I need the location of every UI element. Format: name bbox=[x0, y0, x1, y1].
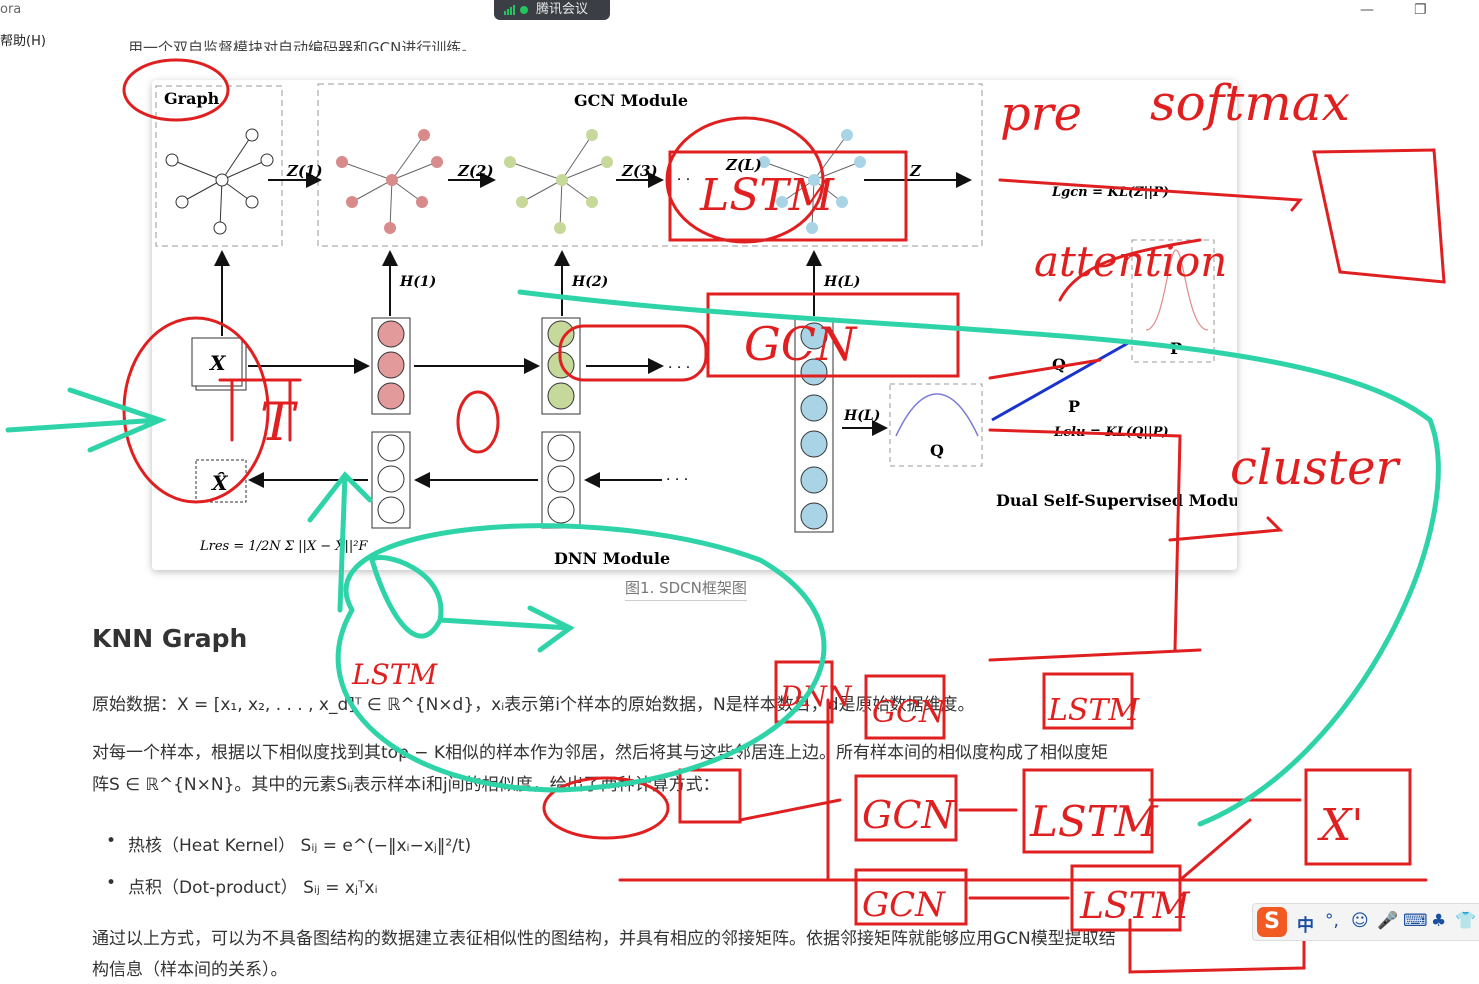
skin-icon[interactable]: ♣ bbox=[1431, 911, 1447, 931]
dnn-module-label: DNN Module bbox=[554, 549, 670, 568]
hl2-label: H(L) bbox=[843, 408, 880, 424]
hl-label: H(L) bbox=[823, 274, 860, 290]
decoder-layer-2 bbox=[541, 431, 581, 529]
ellipsis-bot: · · · bbox=[666, 472, 688, 488]
gcn-layer-2 bbox=[504, 129, 613, 234]
paragraph-summary-1: 通过以上方式，可以为不具备图结构的数据建立表征相似性的图结构，并具有相应的邻接矩… bbox=[92, 929, 1116, 949]
title-bar: ora — ❐ bbox=[0, 0, 1479, 22]
ann-flow-gcn-mid: GCN bbox=[862, 793, 956, 837]
minimize-icon[interactable]: — bbox=[1360, 2, 1374, 18]
h2-label: H(2) bbox=[571, 274, 608, 290]
menu-help[interactable]: 帮助(H) bbox=[0, 34, 46, 49]
ime-toolbar[interactable]: S 中 °, ☺ 🎤 ⌨ ♣ 👕 bbox=[1252, 903, 1479, 941]
p-box-label: P bbox=[1170, 339, 1182, 358]
l-gcn-label: Lgcn = KL(Z||P) bbox=[1051, 185, 1169, 200]
section-title: KNN Graph bbox=[92, 624, 248, 653]
paragraph-knn-1: 对每一个样本，根据以下相似度找到其top − K相似的样本作为邻居，然后将其与这… bbox=[92, 743, 1109, 763]
gcn-module-label: GCN Module bbox=[574, 91, 688, 110]
zl-label: Z(L) bbox=[725, 156, 762, 174]
dnn-layer-1 bbox=[371, 317, 411, 415]
ann-cluster: cluster bbox=[1230, 440, 1401, 496]
dual-module-label: Dual Self-Supervised Module bbox=[996, 491, 1237, 510]
bullet-dot-product-text: 点积（Dot-product） Sᵢⱼ = xⱼᵀxᵢ bbox=[128, 878, 378, 898]
cut-off-text-line: 用一个双自监督模块对自动编码器和GCN进行训练。 bbox=[128, 39, 477, 51]
x-input-label: X bbox=[208, 351, 227, 375]
z1-label: Z(1) bbox=[286, 162, 323, 180]
bullet-heat-kernel-text: 热核（Heat Kernel） Sᵢⱼ = e^(−‖xᵢ−xⱼ‖²/t) bbox=[128, 836, 472, 856]
emoji-icon[interactable]: ☺ bbox=[1351, 911, 1369, 931]
q-box-label: Q bbox=[930, 441, 944, 460]
gcn-layer-1 bbox=[336, 129, 443, 234]
meeting-label: 腾讯会议 bbox=[536, 2, 589, 17]
paragraph-knn-2: 阵S ∈ ℝ^{N×N}。其中的元素Sᵢⱼ表示样本i和j间的相似度，给出了两种计… bbox=[92, 775, 720, 795]
xhat-label: X̂ bbox=[210, 471, 229, 495]
sogou-logo-icon[interactable]: S bbox=[1257, 907, 1287, 937]
ime-lang-toggle[interactable]: 中 bbox=[1297, 916, 1314, 936]
p-label: P bbox=[1068, 397, 1080, 416]
sdcn-diagram: Graph GCN Module bbox=[155, 83, 1237, 568]
recording-dot-icon bbox=[520, 6, 528, 14]
app-name: ora bbox=[0, 2, 22, 17]
z2-label: Z(2) bbox=[457, 162, 494, 180]
ellipsis-mid: · · · bbox=[668, 360, 690, 376]
red-softmax-box bbox=[1312, 148, 1446, 284]
ann-flow-lstm-bot: LSTM bbox=[1079, 886, 1191, 927]
signal-icon bbox=[504, 5, 515, 15]
keyboard-icon[interactable]: ⌨ bbox=[1403, 911, 1428, 931]
mic-icon[interactable]: 🎤 bbox=[1377, 911, 1399, 931]
meeting-indicator[interactable]: 腾讯会议 bbox=[494, 0, 610, 20]
graph-label: Graph bbox=[164, 89, 220, 108]
dnn-layer-l bbox=[794, 317, 834, 533]
gcn-layer-l bbox=[758, 129, 866, 234]
bullet-heat-kernel: 热核（Heat Kernel） Sᵢⱼ = e^(−‖xᵢ−xⱼ‖²/t) bbox=[106, 831, 472, 856]
l-res-label: Lres = 1/2N Σ ||X − X̂||²F bbox=[199, 538, 369, 554]
ann-flow-gcn-bot: GCN bbox=[862, 885, 946, 925]
z-label: Z bbox=[909, 162, 922, 180]
ellipsis-top: · · · bbox=[668, 172, 690, 188]
bullet-dot-product: 点积（Dot-product） Sᵢⱼ = xⱼᵀxᵢ bbox=[106, 873, 378, 898]
decoder-layer-1 bbox=[371, 431, 411, 529]
paragraph-summary-2: 构信息（样本间的关系）。 bbox=[92, 960, 288, 980]
z3-label: Z(3) bbox=[621, 162, 658, 180]
gcn-module-box bbox=[317, 83, 983, 247]
ann-flow-out: X' bbox=[1317, 800, 1363, 851]
paragraph-raw-data: 原始数据：X = [x₁, x₂, . . . , x_d]ᵀ ∈ ℝ^{N×d… bbox=[92, 695, 975, 715]
l-clu-label: Lclu = KL(Q||P) bbox=[1053, 425, 1169, 440]
figure-caption: 图1. SDCN框架图 bbox=[625, 577, 747, 601]
dnn-layer-2 bbox=[541, 317, 581, 415]
graph-nodes bbox=[165, 128, 274, 235]
more-icon[interactable]: 👕 bbox=[1455, 911, 1477, 931]
ann-flow-lstm-top: LSTM bbox=[1047, 693, 1140, 728]
q-label: Q bbox=[1052, 355, 1066, 374]
ime-punct-toggle[interactable]: °, bbox=[1325, 911, 1339, 931]
ann-lstm-green: LSTM bbox=[351, 658, 438, 691]
h1-label: H(1) bbox=[399, 274, 436, 290]
ann-flow-lstm-mid: LSTM bbox=[1029, 797, 1159, 846]
restore-icon[interactable]: ❐ bbox=[1414, 2, 1427, 18]
sdcn-figure: Graph GCN Module bbox=[152, 80, 1237, 570]
